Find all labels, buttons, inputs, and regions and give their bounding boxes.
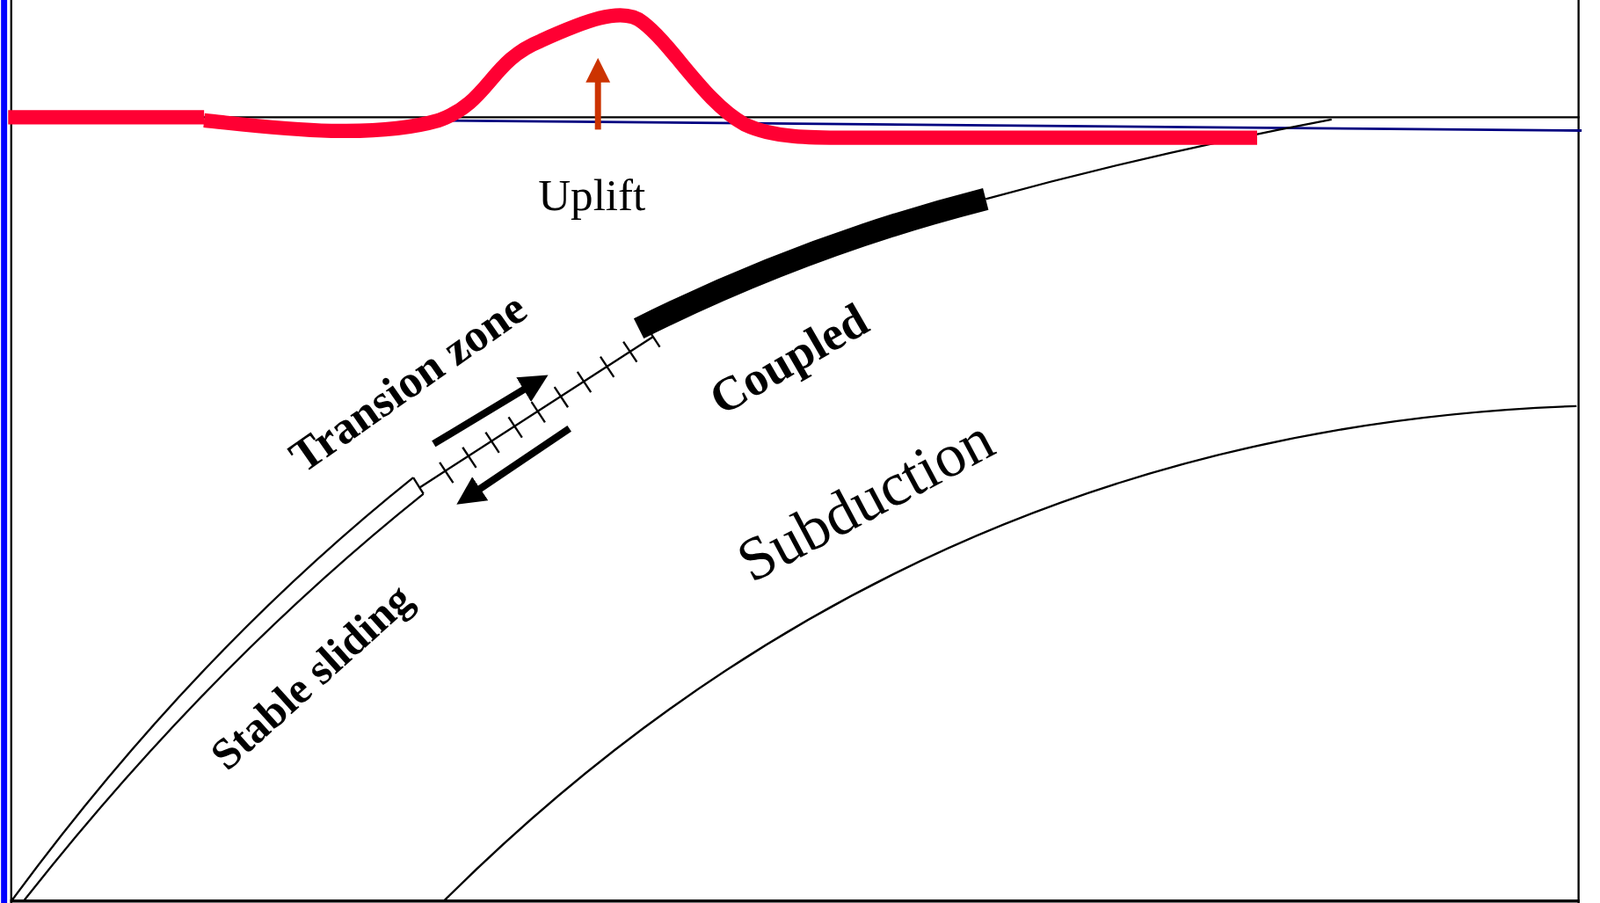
- left-edge-line: [0, 0, 8, 903]
- uplift-arrow: [595, 77, 602, 130]
- slab-surface: [12, 477, 414, 900]
- frame-line: [10, 0, 13, 903]
- zone-label: Stable sliding: [203, 575, 421, 778]
- zone-label: Transion zone: [282, 284, 535, 481]
- coupled-zone: [639, 198, 987, 328]
- frame-line: [1577, 0, 1579, 903]
- zone-label: Coupled: [701, 295, 876, 424]
- reference-line: [428, 120, 1582, 131]
- slab-surface: [24, 494, 424, 901]
- plate-label: Subduction: [727, 407, 1004, 592]
- slab-bottom: [443, 406, 1577, 902]
- slip-arrow: [433, 386, 529, 444]
- slip-arrow: [475, 428, 570, 492]
- uplift-label: Uplift: [538, 173, 646, 219]
- uplift-curve: [7, 14, 1258, 138]
- frame-line: [10, 899, 1580, 902]
